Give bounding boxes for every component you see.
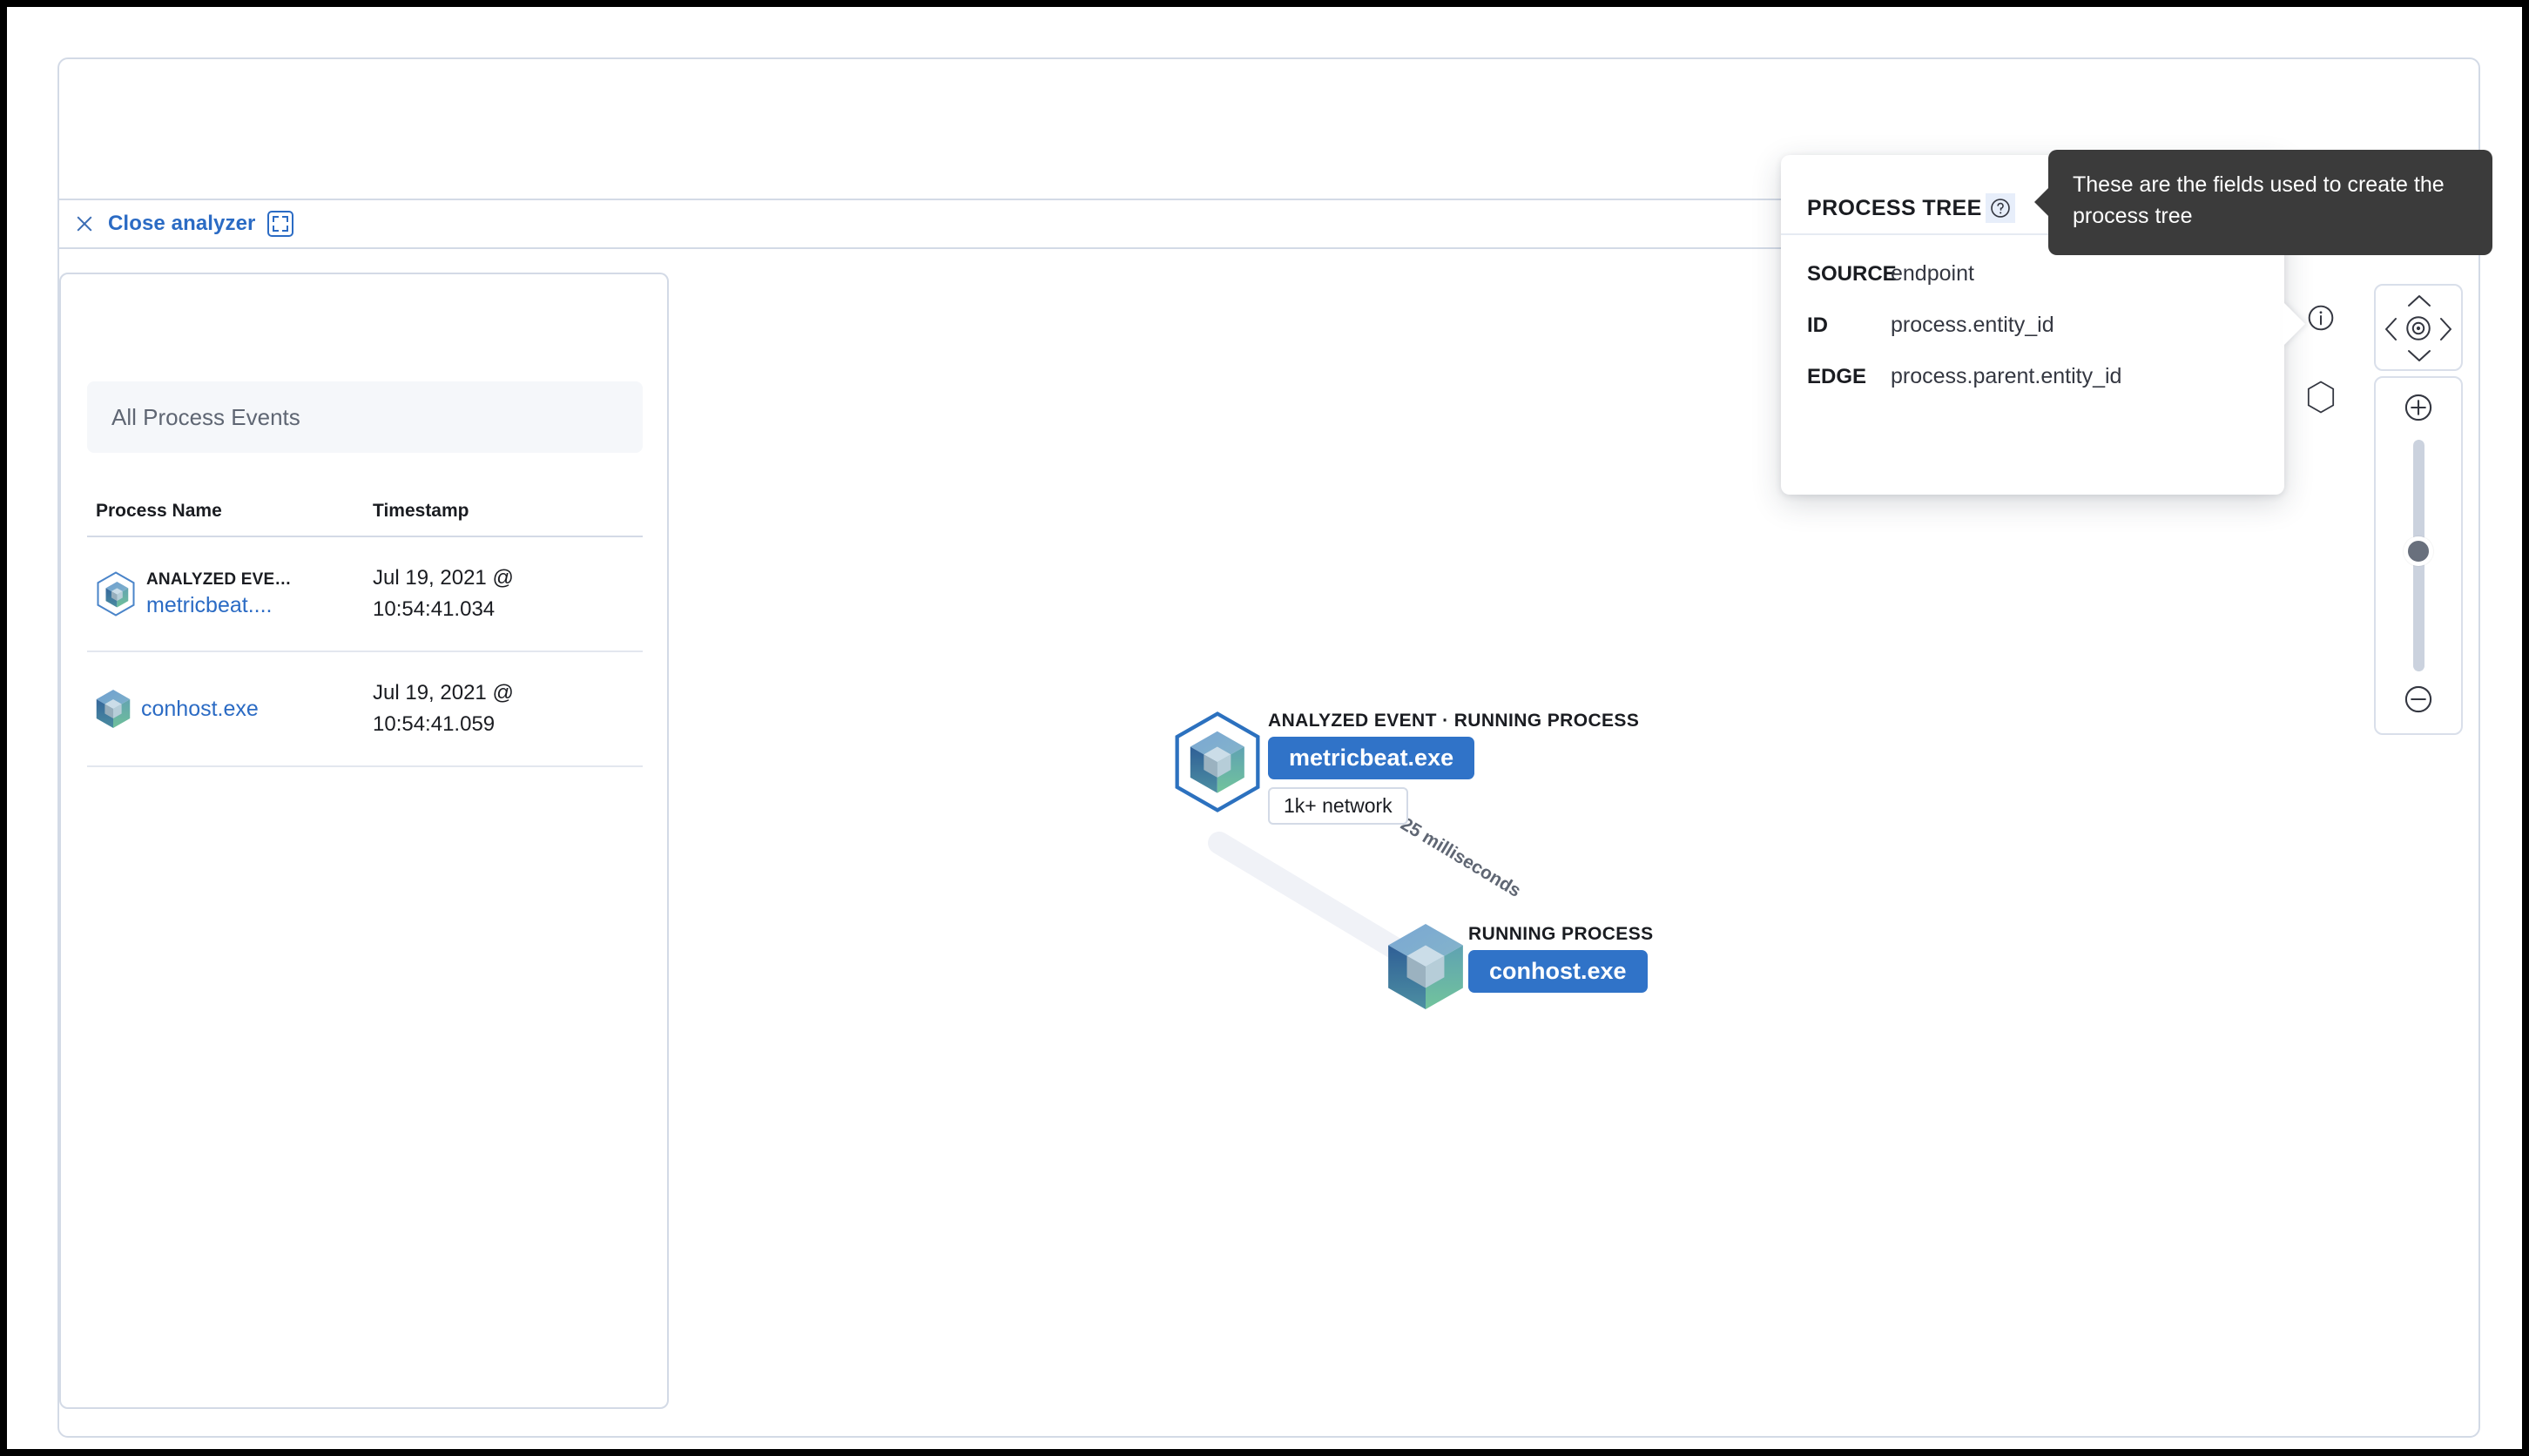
plus-circle-icon[interactable] (2403, 392, 2434, 428)
process-cube-icon (1172, 711, 1263, 813)
field-value: endpoint (1891, 261, 1974, 286)
chevron-down-icon[interactable] (2405, 347, 2433, 368)
chevron-left-icon[interactable] (2383, 315, 2400, 347)
field-key: ID (1807, 313, 1828, 337)
analyzer-toolbar: Close analyzer (59, 199, 2480, 249)
table-row[interactable]: ANALYZED EVE… metricbeat.... Jul 19, 202… (87, 537, 643, 652)
cell-timestamp: Jul 19, 2021 @ 10:54:41.034 (373, 566, 514, 621)
popover-field-edge: EDGE process.parent.entity_id (1781, 364, 2284, 415)
field-value: process.parent.entity_id (1891, 364, 2122, 388)
popover-field-list: SOURCE endpoint ID process.entity_id EDG… (1781, 235, 2284, 415)
process-cube-icon (1388, 924, 1463, 1009)
info-circle-icon[interactable] (2306, 303, 2336, 337)
node-kind-label: RUNNING PROCESS (1468, 924, 1654, 944)
process-name-link[interactable]: metricbeat.... (146, 592, 273, 617)
tooltip-tail (2034, 186, 2050, 218)
zoom-slider-track[interactable] (2404, 440, 2433, 671)
popover-field-source: SOURCE endpoint (1781, 261, 2284, 313)
breadcrumb-label: All Process Events (111, 403, 300, 430)
process-name-link[interactable]: conhost.exe (141, 696, 259, 721)
popover-header: PROCESS TREE (1781, 155, 2284, 235)
pan-control-panel (2374, 284, 2463, 371)
table-header-row: Process Name Timestamp (87, 501, 643, 537)
minus-circle-icon[interactable] (2403, 684, 2434, 719)
field-key: EDGE (1807, 365, 1867, 388)
canvas-side-icons (2306, 303, 2336, 418)
node-kind-label: ANALYZED EVENT · RUNNING PROCESS (1268, 711, 1640, 731)
close-x-icon (75, 214, 94, 233)
field-key: SOURCE (1807, 262, 1897, 286)
process-cube-icon (96, 690, 131, 728)
close-analyzer-label: Close analyzer (108, 212, 256, 235)
process-name-stack: ANALYZED EVE… metricbeat.... (146, 570, 292, 618)
center-target-icon[interactable] (2404, 313, 2433, 347)
column-header-timestamp: Timestamp (373, 501, 469, 521)
process-tree-canvas[interactable]: 25 milliseconds (671, 251, 2480, 1435)
graph-node-metricbeat[interactable]: ANALYZED EVENT · RUNNING PROCESS metricb… (1172, 711, 1639, 825)
node-process-label[interactable]: conhost.exe (1468, 950, 1648, 993)
analyzed-event-tag: ANALYZED EVE… (146, 570, 292, 589)
column-header-process-name: Process Name (96, 501, 222, 521)
zoom-control-panel (2374, 376, 2463, 735)
close-analyzer-button[interactable]: Close analyzer (75, 212, 255, 236)
process-events-table: Process Name Timestamp (87, 501, 643, 767)
question-mark-icon[interactable] (1985, 193, 2015, 223)
node-process-label[interactable]: metricbeat.exe (1268, 737, 1475, 779)
process-events-sidebar: All Process Events Process Name Timestam… (59, 273, 669, 1409)
process-cube-icon (96, 571, 136, 617)
process-tree-popover: PROCESS TREE SOURCE endpoint ID process.… (1781, 155, 2305, 495)
cell-timestamp: Jul 19, 2021 @ 10:54:41.059 (373, 681, 514, 736)
cell-process-name: conhost.exe (96, 690, 373, 728)
node-network-badge[interactable]: 1k+ network (1268, 787, 1408, 825)
hexagon-icon[interactable] (2306, 381, 2336, 418)
popover-title: PROCESS TREE (1807, 195, 1982, 220)
help-tooltip: These are the fields used to create the … (2048, 150, 2492, 255)
chevron-up-icon[interactable] (2405, 293, 2433, 314)
graph-node-conhost[interactable]: RUNNING PROCESS conhost.exe (1388, 924, 1654, 1009)
app-root: Close analyzer All Process Events Proces… (7, 7, 2522, 1449)
node-text-block: ANALYZED EVENT · RUNNING PROCESS metricb… (1268, 711, 1639, 825)
expand-fullscreen-icon[interactable] (267, 211, 294, 237)
field-value: process.entity_id (1891, 313, 2054, 337)
cell-process-name: ANALYZED EVE… metricbeat.... (96, 570, 373, 618)
popover-arrow (2283, 301, 2305, 347)
zoom-slider-thumb[interactable] (2404, 536, 2433, 566)
chevron-right-icon[interactable] (2437, 315, 2454, 347)
popover-field-id: ID process.entity_id (1781, 313, 2284, 364)
table-row[interactable]: conhost.exe Jul 19, 2021 @ 10:54:41.059 (87, 652, 643, 767)
breadcrumb[interactable]: All Process Events (87, 381, 643, 453)
node-text-block: RUNNING PROCESS conhost.exe (1468, 924, 1654, 993)
